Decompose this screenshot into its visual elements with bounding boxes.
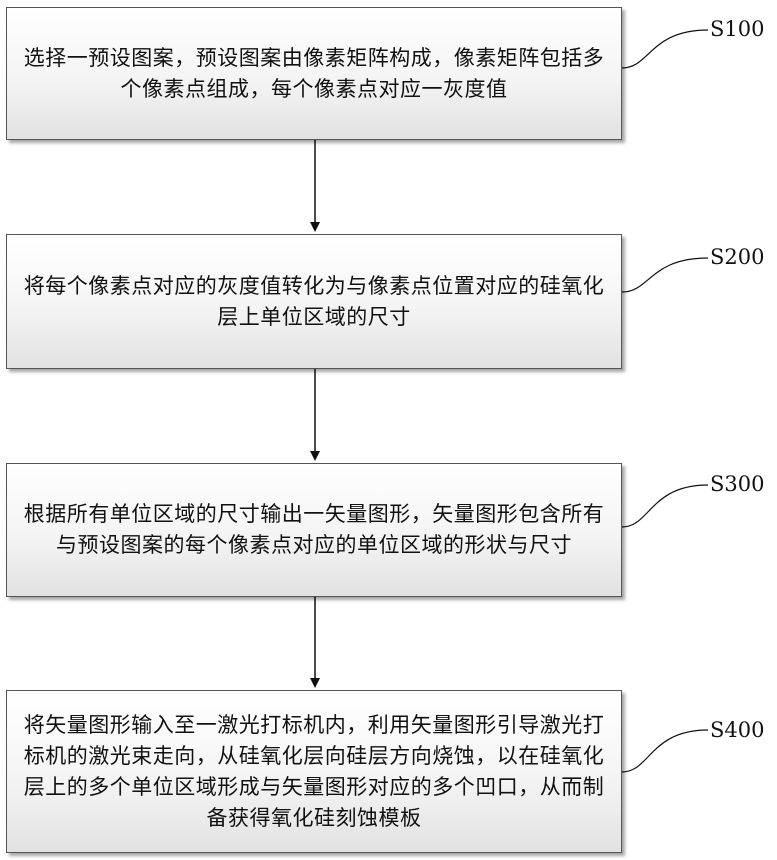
step-box-s400: 将矢量图形输入至一激光打标机内，利用矢量图形引导激光打标机的激光束走向，从硅氧化… — [6, 690, 622, 853]
step-label-s100: S100 — [710, 17, 764, 41]
step-text-s300: 根据所有单位区域的尺寸输出一矢量图形，矢量图形包含所有与预设图案的每个像素点对应… — [21, 499, 607, 561]
step-box-s200: 将每个像素点对应的灰度值转化为与像素点位置对应的硅氧化层上单位区域的尺寸 — [6, 234, 622, 369]
step-label-s300: S300 — [710, 472, 764, 496]
step-box-s300: 根据所有单位区域的尺寸输出一矢量图形，矢量图形包含所有与预设图案的每个像素点对应… — [6, 463, 622, 597]
step-text-s100: 选择一预设图案，预设图案由像素矩阵构成，像素矩阵包括多个像素点组成，每个像素点对… — [21, 43, 607, 105]
step-text-s200: 将每个像素点对应的灰度值转化为与像素点位置对应的硅氧化层上单位区域的尺寸 — [21, 271, 607, 333]
step-text-s400: 将矢量图形输入至一激光打标机内，利用矢量图形引导激光打标机的激光束走向，从硅氧化… — [21, 710, 607, 834]
leader-s100 — [622, 30, 708, 68]
leader-s400 — [622, 730, 708, 772]
step-label-s400: S400 — [710, 718, 764, 742]
leader-s300 — [622, 485, 708, 527]
leader-s200 — [622, 258, 708, 292]
step-label-s200: S200 — [710, 245, 764, 269]
step-box-s100: 选择一预设图案，预设图案由像素矩阵构成，像素矩阵包括多个像素点组成，每个像素点对… — [6, 7, 622, 140]
